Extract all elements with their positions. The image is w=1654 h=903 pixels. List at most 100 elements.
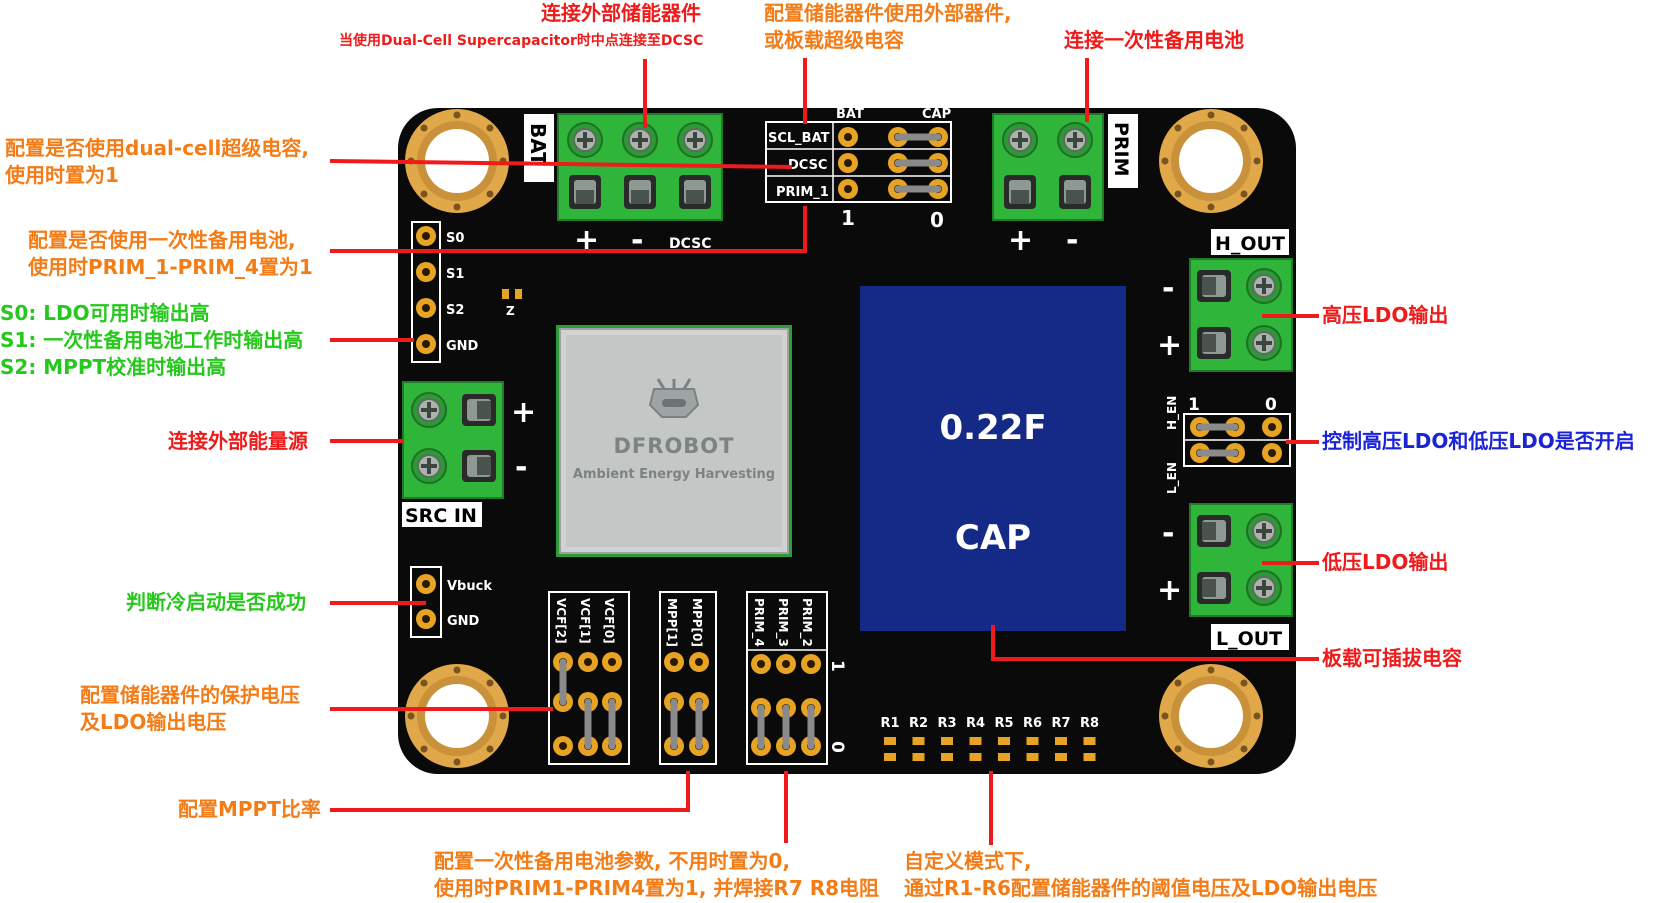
bat-label: BAT bbox=[526, 123, 550, 166]
l-out-plus: + bbox=[1157, 573, 1182, 608]
storage-jumper-block[interactable] bbox=[765, 121, 952, 203]
prim-config-line2: 使用时PRIM_1-PRIM_4置为1 bbox=[28, 255, 313, 279]
cap-value: 0.22F bbox=[939, 408, 1046, 448]
resistor-pad-r7-1[interactable] bbox=[1055, 737, 1067, 745]
status-s2: S2: MPPT校准时输出高 bbox=[0, 355, 227, 379]
lv-out-label: 低压LDO输出 bbox=[1322, 550, 1449, 574]
pin-s0[interactable] bbox=[416, 226, 436, 246]
src-minus: - bbox=[515, 450, 527, 485]
resistor-pad-r2-2[interactable] bbox=[912, 753, 925, 761]
dfrobot-logo-icon bbox=[648, 378, 700, 418]
resistor-pad-r6-2[interactable] bbox=[1026, 753, 1039, 761]
pin-gnd-vbuck[interactable] bbox=[416, 609, 436, 629]
prim-config-line1: 配置是否使用一次性备用电池, bbox=[28, 228, 296, 252]
pin-vbuck[interactable] bbox=[416, 574, 436, 594]
resistor-pad-r8-2[interactable] bbox=[1083, 753, 1096, 761]
vcf0-label: VCF[0] bbox=[602, 598, 616, 644]
protect-voltage-line2: 及LDO输出电压 bbox=[80, 710, 227, 734]
vbuck-label: Vbuck bbox=[447, 579, 492, 594]
jumper-row-dcsc: DCSC bbox=[788, 158, 827, 173]
bottom-zero-label: 0 bbox=[827, 741, 847, 753]
custom-mode-line1: 自定义模式下, bbox=[904, 849, 1032, 873]
config-storage-line2: 或板载超级电容 bbox=[764, 28, 904, 52]
h-out-minus: - bbox=[1162, 271, 1174, 306]
prim-plus: + bbox=[1008, 223, 1033, 258]
l-out-label: L_OUT bbox=[1216, 628, 1282, 650]
prim-terminal[interactable] bbox=[992, 113, 1104, 221]
resistor-pad-r8-1[interactable] bbox=[1083, 737, 1096, 745]
l-out-terminal[interactable] bbox=[1189, 503, 1293, 617]
config-storage-line1: 配置储能器件使用外部器件, bbox=[764, 1, 1012, 25]
h-out-plus: + bbox=[1157, 328, 1182, 363]
resistor-pad-r7-2[interactable] bbox=[1055, 753, 1067, 761]
bat-dcsc: DCSC bbox=[669, 236, 712, 252]
bottom-one-label: 1 bbox=[827, 660, 847, 672]
status-s1: S1: 一次性备用电池工作时输出高 bbox=[0, 328, 304, 352]
resistor-pad-r5-2[interactable] bbox=[998, 753, 1010, 761]
resistor-pad-r4-2[interactable] bbox=[969, 753, 982, 761]
prim-minus: - bbox=[1066, 223, 1078, 258]
mounting-hole-br bbox=[1159, 664, 1263, 768]
resistor-pad-r5-1[interactable] bbox=[998, 737, 1010, 745]
ldo-enable-label: 控制高压LDO和低压LDO是否开启 bbox=[1322, 429, 1635, 453]
custom-mode-line2: 通过R1-R6配置储能器件的阈值电压及LDO输出电压 bbox=[904, 876, 1378, 900]
resistor-label-r4: R4 bbox=[966, 716, 985, 731]
jumper-bat-label: BAT bbox=[836, 107, 864, 122]
resistor-label-r8: R8 bbox=[1080, 716, 1099, 731]
resistor-label-r6: R6 bbox=[1023, 716, 1042, 731]
resistor-pad-r2-1[interactable] bbox=[912, 737, 925, 745]
resistor-pad-r3-2[interactable] bbox=[941, 753, 953, 761]
ldo-enable-jumpers[interactable] bbox=[1183, 413, 1291, 467]
vbuck-gnd-label: GND bbox=[447, 614, 480, 629]
resistor-pad-r1-2[interactable] bbox=[884, 753, 896, 761]
jumper-row-prim1: PRIM_1 bbox=[776, 185, 829, 200]
resistor-pad-r3-1[interactable] bbox=[941, 737, 953, 745]
resistor-label-r3: R3 bbox=[937, 716, 956, 731]
vcf-jumpers[interactable] bbox=[553, 652, 622, 756]
ldo-en-zero: 0 bbox=[1265, 395, 1277, 415]
src-plus: + bbox=[511, 395, 536, 430]
prim-jumpers[interactable] bbox=[747, 649, 827, 756]
pin-gnd-label: GND bbox=[446, 339, 479, 354]
mpp0-label: MPP[0] bbox=[690, 598, 704, 647]
status-s0: S0: LDO可用时输出高 bbox=[0, 301, 210, 325]
mpp-jumpers[interactable] bbox=[664, 652, 709, 756]
resistor-pad-r1-1[interactable] bbox=[884, 737, 896, 745]
pin-s1[interactable] bbox=[416, 262, 436, 282]
mppt-ratio-label: 配置MPPT比率 bbox=[178, 797, 321, 821]
resistor-label-r5: R5 bbox=[994, 716, 1013, 731]
h-out-label: H_OUT bbox=[1215, 233, 1285, 255]
dual-cell-line2: 使用时置为1 bbox=[5, 163, 119, 187]
jumper-cap-label: CAP bbox=[922, 107, 951, 122]
l-en-label: L_EN bbox=[1165, 462, 1180, 494]
resistor-pad-r4-1[interactable] bbox=[969, 737, 982, 745]
prim-params-line1: 配置一次性备用电池参数, 不用时置为0, bbox=[434, 849, 791, 873]
leader-lines bbox=[329, 58, 1319, 845]
h-en-label: H_EN bbox=[1165, 396, 1180, 430]
l-out-minus: - bbox=[1162, 516, 1174, 551]
prim-params-line2: 使用时PRIM1-PRIM4置为1, 并焊接R7 R8电阻 bbox=[434, 876, 880, 900]
onboard-capacitor[interactable] bbox=[860, 286, 1126, 631]
cap-label: CAP bbox=[955, 518, 1031, 558]
hv-out-label: 高压LDO输出 bbox=[1322, 303, 1449, 327]
pin-gnd-status[interactable] bbox=[416, 334, 436, 354]
src-in-terminal[interactable] bbox=[402, 381, 504, 499]
energy-harvesting-module bbox=[556, 325, 792, 557]
pin-s0-label: S0 bbox=[446, 231, 464, 246]
jumper-zero-label: 0 bbox=[930, 208, 944, 232]
cold-start-label: 判断冷启动是否成功 bbox=[126, 590, 306, 614]
ldo-en-one: 1 bbox=[1188, 395, 1200, 415]
resistor-pad-r6-1[interactable] bbox=[1026, 737, 1039, 745]
ext-storage-title: 连接外部储能器件 bbox=[541, 1, 701, 25]
vcf1-label: VCF[1] bbox=[578, 598, 592, 644]
dual-cell-line1: 配置是否使用dual-cell超级电容, bbox=[5, 136, 309, 160]
ext-source-label: 连接外部能量源 bbox=[168, 429, 308, 453]
module-name: Ambient Energy Harvesting bbox=[573, 467, 775, 482]
onboard-cap-label: 板载可插拔电容 bbox=[1322, 646, 1462, 670]
prim2-label: PRIM_2 bbox=[799, 598, 814, 647]
pin-s1-label: S1 bbox=[446, 267, 464, 282]
module-brand: DFROBOT bbox=[614, 434, 735, 458]
pin-s2[interactable] bbox=[416, 298, 436, 318]
